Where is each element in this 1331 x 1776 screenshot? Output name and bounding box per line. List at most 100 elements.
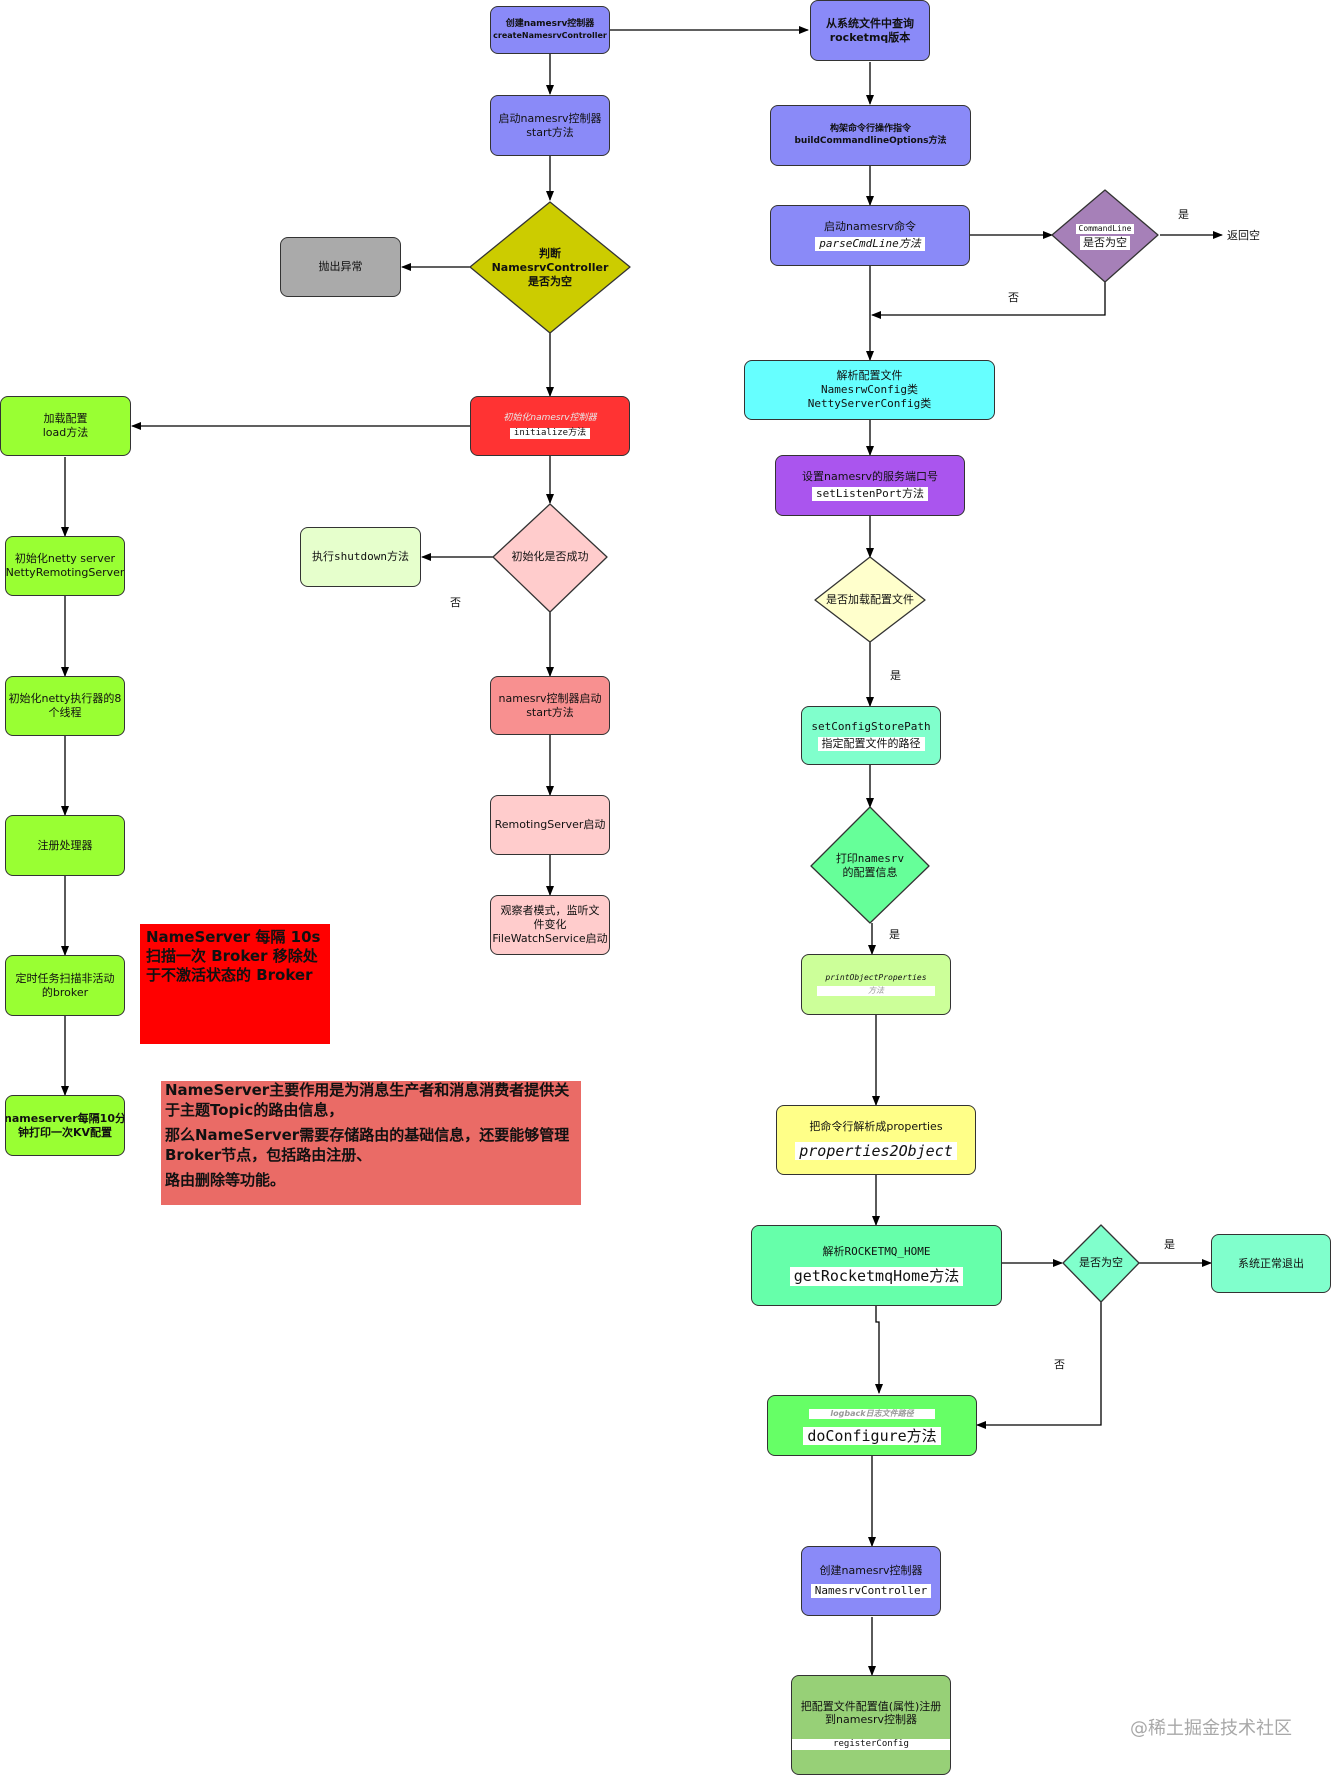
parse-home-method: getRocketmqHome方法 xyxy=(789,1267,964,1286)
load-config-file-diamond xyxy=(814,556,926,643)
register-processor-node[interactable]: 注册处理器 xyxy=(5,815,125,876)
create-controller-method: createNamesrvController xyxy=(493,30,607,40)
commandline-no-label: 否 xyxy=(1008,291,1019,304)
home-yes-label: 是 xyxy=(1164,1238,1175,1251)
create-controller-node[interactable]: 创建namesrv控制器 createNamesrvController xyxy=(490,6,610,54)
do-configure-method: doConfigure方法 xyxy=(803,1426,941,1446)
init-executor-line1: 初始化netty执行器的8 xyxy=(8,692,122,706)
nameserver-role-p2: 那么NameServer需要存储路由的基础信息，还要能够管理Broker节点，包… xyxy=(165,1126,570,1164)
commandline-yes-label: 是 xyxy=(1178,208,1189,221)
parse-props-node[interactable]: 把命令行解析成properties properties2Object xyxy=(776,1105,976,1175)
nameserver-role-p1: NameServer主要作用是为消息生产者和消息消费者提供关于主题Topic的路… xyxy=(165,1081,570,1119)
parse-config-line3: NettyServerConfig类 xyxy=(807,396,932,410)
set-port-node[interactable]: 设置namesrv的服务端口号 setListenPort方法 xyxy=(775,455,965,516)
controller-start-title: namesrv控制器启动 xyxy=(498,691,602,705)
scan-broker-line1: 定时任务扫描非活动 xyxy=(15,971,115,985)
create-controller2-node[interactable]: 创建namesrv控制器 NamesrvController xyxy=(801,1546,941,1616)
print-props-node[interactable]: printObjectProperties 方法 xyxy=(801,954,951,1015)
check-null-diamond xyxy=(469,201,631,334)
remoting-start-label: RemotingServer启动 xyxy=(494,818,606,832)
parse-config-node[interactable]: 解析配置文件 NamesrwConfig类 NettyServerConfig类 xyxy=(744,360,995,420)
parse-props-title: 把命令行解析成properties xyxy=(809,1119,943,1133)
normal-exit-node[interactable]: 系统正常退出 xyxy=(1211,1234,1331,1293)
set-port-title: 设置namesrv的服务端口号 xyxy=(802,470,938,484)
register-config-method: registerConfig xyxy=(792,1739,950,1751)
throw-exception-label: 抛出异常 xyxy=(318,260,363,274)
init-controller-title: 初始化namesrv控制器 xyxy=(503,413,597,424)
controller-start-node[interactable]: namesrv控制器启动 start方法 xyxy=(490,676,610,735)
start-cmd-method: parseCmdLine方法 xyxy=(815,237,925,251)
return-null-label: 返回空 xyxy=(1227,229,1260,242)
watermark-text: @稀土掘金技术社区 xyxy=(1130,1718,1292,1739)
print-config-diamond xyxy=(810,806,930,924)
init-netty-line2: NettyRemotingServer xyxy=(5,566,125,579)
create-controller2-class: NamesrvController xyxy=(810,1584,932,1598)
set-port-method: setListenPort方法 xyxy=(811,487,929,501)
set-store-path-desc: 指定配置文件的路径 xyxy=(817,737,925,751)
load-config-title: 加载配置 xyxy=(43,412,88,426)
nameserver-role-note: NameServer主要作用是为消息生产者和消息消费者提供关于主题Topic的路… xyxy=(161,1081,581,1205)
init-netty-server-node[interactable]: 初始化netty server NettyRemotingServer xyxy=(5,536,125,596)
query-version-node[interactable]: 从系统文件中查询 rocketmq版本 xyxy=(810,0,930,61)
controller-start-method: start方法 xyxy=(526,705,574,719)
remoting-start-node[interactable]: RemotingServer启动 xyxy=(490,795,610,855)
register-config-line1: 把配置文件配置值(属性)注册 xyxy=(800,1699,942,1713)
parse-home-node[interactable]: 解析ROCKETMQ_HOME getRocketmqHome方法 xyxy=(751,1225,1002,1306)
do-configure-node[interactable]: logback日志文件路径 doConfigure方法 xyxy=(767,1395,977,1456)
edge-empty-no xyxy=(976,1302,1102,1429)
edge-cmdempty-no xyxy=(871,282,1106,319)
init-controller-method: initialize方法 xyxy=(509,427,591,439)
start-controller-method: start方法 xyxy=(526,125,574,139)
scan-interval-note: NameServer 每隔 10s 扫描一次 Broker 移除处于不激活状态的… xyxy=(140,924,330,1044)
scan-broker-node[interactable]: 定时任务扫描非活动 的broker xyxy=(5,955,125,1016)
create-controller2-title: 创建namesrv控制器 xyxy=(819,1564,923,1578)
set-store-path-node[interactable]: setConfigStorePath 指定配置文件的路径 xyxy=(801,706,941,765)
init-executor-node[interactable]: 初始化netty执行器的8 个线程 xyxy=(5,676,125,736)
observer-line3: FileWatchService启动 xyxy=(492,931,608,945)
exec-shutdown-node[interactable]: 执行shutdown方法 xyxy=(300,527,421,587)
nameserver-role-p3: 路由删除等功能。 xyxy=(165,1171,286,1189)
print-kv-line1: nameserver每隔10分 xyxy=(5,1111,125,1125)
throw-exception-node[interactable]: 抛出异常 xyxy=(280,237,401,297)
build-options-method: buildCommandlineOptions方法 xyxy=(794,135,947,146)
start-controller-node[interactable]: 启动namesrv控制器 start方法 xyxy=(490,95,610,156)
observer-line2: 件变化 xyxy=(533,918,567,932)
build-options-node[interactable]: 构架命令行操作指令 buildCommandlineOptions方法 xyxy=(770,105,971,166)
home-empty-diamond xyxy=(1062,1224,1140,1303)
scan-interval-note-text: NameServer 每隔 10s 扫描一次 Broker 移除处于不激活状态的… xyxy=(146,928,321,984)
print-kv-line2: 钟打印一次KV配置 xyxy=(17,1125,113,1139)
commandline-empty-diamond xyxy=(1051,189,1159,283)
load-yes-label: 是 xyxy=(890,669,901,682)
set-store-path-method: setConfigStorePath xyxy=(811,720,931,734)
observer-line1: 观察者模式，监听文 xyxy=(500,904,600,918)
register-config-line2: 到namesrv控制器 xyxy=(825,1713,917,1727)
parse-config-line2: NamesrwConfig类 xyxy=(820,383,919,397)
observer-node[interactable]: 观察者模式，监听文 件变化 FileWatchService启动 xyxy=(490,895,610,955)
home-no-label: 否 xyxy=(1054,1358,1065,1371)
init-netty-line1: 初始化netty server xyxy=(14,552,116,566)
parse-config-line1: 解析配置文件 xyxy=(836,369,903,383)
print-props-suffix: 方法 xyxy=(817,986,935,996)
parse-home-title: 解析ROCKETMQ_HOME xyxy=(822,1245,931,1259)
load-config-node[interactable]: 加载配置 load方法 xyxy=(0,396,131,456)
print-props-method: printObjectProperties xyxy=(825,973,927,982)
init-no-label: 否 xyxy=(450,596,461,609)
register-processor-label: 注册处理器 xyxy=(37,838,93,852)
init-controller-node[interactable]: 初始化namesrv控制器 initialize方法 xyxy=(470,396,630,456)
print-yes-label: 是 xyxy=(889,928,900,941)
parse-props-method: properties2Object xyxy=(795,1141,957,1161)
init-success-diamond xyxy=(492,503,608,613)
register-config-node[interactable]: 把配置文件配置值(属性)注册 到namesrv控制器 registerConfi… xyxy=(791,1675,951,1775)
start-cmd-title: 启动namesrv命令 xyxy=(824,220,916,234)
exec-shutdown-label: 执行shutdown方法 xyxy=(312,550,409,564)
load-config-method: load方法 xyxy=(42,426,89,439)
scan-broker-line2: 的broker xyxy=(41,985,89,999)
start-controller-title: 启动namesrv控制器 xyxy=(498,111,602,125)
create-controller-title: 创建namesrv控制器 xyxy=(505,19,595,30)
print-kv-node[interactable]: nameserver每隔10分 钟打印一次KV配置 xyxy=(5,1095,125,1156)
start-cmd-node[interactable]: 启动namesrv命令 parseCmdLine方法 xyxy=(770,205,970,266)
query-version-line2: rocketmq版本 xyxy=(829,30,911,44)
do-configure-title: logback日志文件路径 xyxy=(809,1408,935,1419)
